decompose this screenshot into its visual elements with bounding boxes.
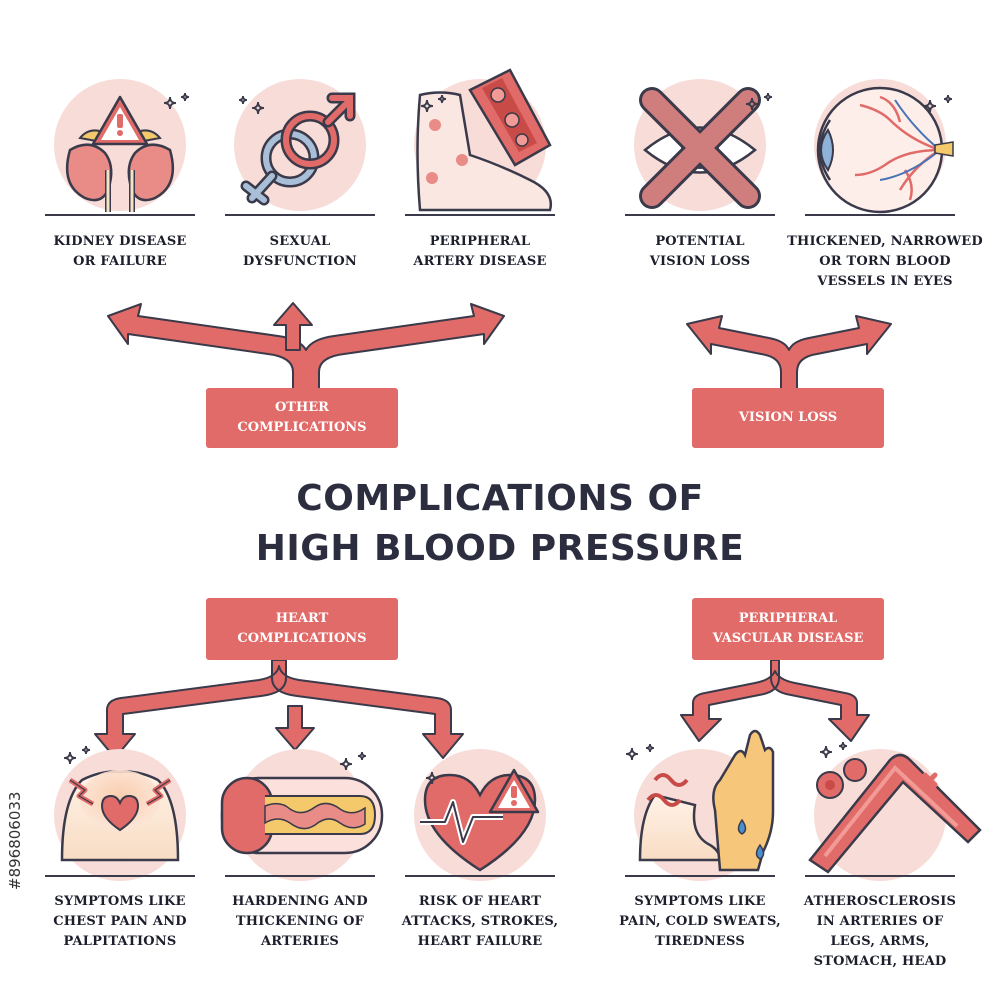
label-kidney-disease: KIDNEY DISEASE OR FAILURE [53, 234, 187, 269]
hand-foot-sweat-icon [634, 729, 775, 881]
vision-loss-box: VISION LOSS [692, 388, 884, 448]
page-title-line2: HIGH BLOOD PRESSURE [255, 528, 745, 569]
heart-arrows [94, 659, 464, 759]
label-hardening-arteries: HARDENING AND THICKENING OF ARTERIES [232, 894, 368, 949]
foot-artery-icon [414, 68, 553, 212]
blood-vessel-icon [808, 749, 982, 881]
label-peripheral-artery-disease: PERIPHERAL ARTERY DISEASE [413, 234, 547, 269]
label-eye-vessels: THICKENED, NARROWED OR TORN BLOOD VESSEL… [787, 234, 983, 289]
eyeball-vessels-icon [814, 79, 954, 214]
artery-icon [220, 749, 384, 881]
heart-complications-box: HEART COMPLICATIONS [206, 598, 398, 660]
label-heart-attack-risk: RISK OF HEART ATTACKS, STROKES, HEART FA… [401, 894, 559, 949]
vision-arrows [686, 315, 892, 393]
sparkle-icon [163, 92, 953, 115]
label-atherosclerosis: ATHEROSCLEROSIS IN ARTERIES OF LEGS, ARM… [803, 894, 957, 969]
chest-pain-icon [54, 749, 186, 881]
heart-warning-icon [414, 749, 546, 881]
label-potential-vision-loss: POTENTIAL VISION LOSS [649, 234, 751, 269]
gender-symbols-icon [234, 79, 366, 211]
peripheral-vascular-disease-box: PERIPHERAL VASCULAR DISEASE [692, 598, 884, 660]
crossed-eye-icon [634, 79, 766, 211]
label-chest-pain: SYMPTOMS LIKE CHEST PAIN AND PALPITATION… [53, 894, 187, 949]
page-title: COMPLICATIONS OF [296, 478, 704, 519]
other-arrows [107, 302, 505, 393]
stock-id: #896806033 [6, 791, 24, 890]
other-complications-box: OTHER COMPLICATIONS [206, 388, 398, 448]
kidney-icon [54, 79, 186, 212]
label-pvd-symptoms: SYMPTOMS LIKE PAIN, COLD SWEATS, TIREDNE… [619, 894, 781, 949]
pvd-arrows [680, 659, 870, 742]
sparkle-icon [63, 741, 848, 785]
label-sexual-dysfunction: SEXUAL DYSFUNCTION [243, 234, 357, 269]
